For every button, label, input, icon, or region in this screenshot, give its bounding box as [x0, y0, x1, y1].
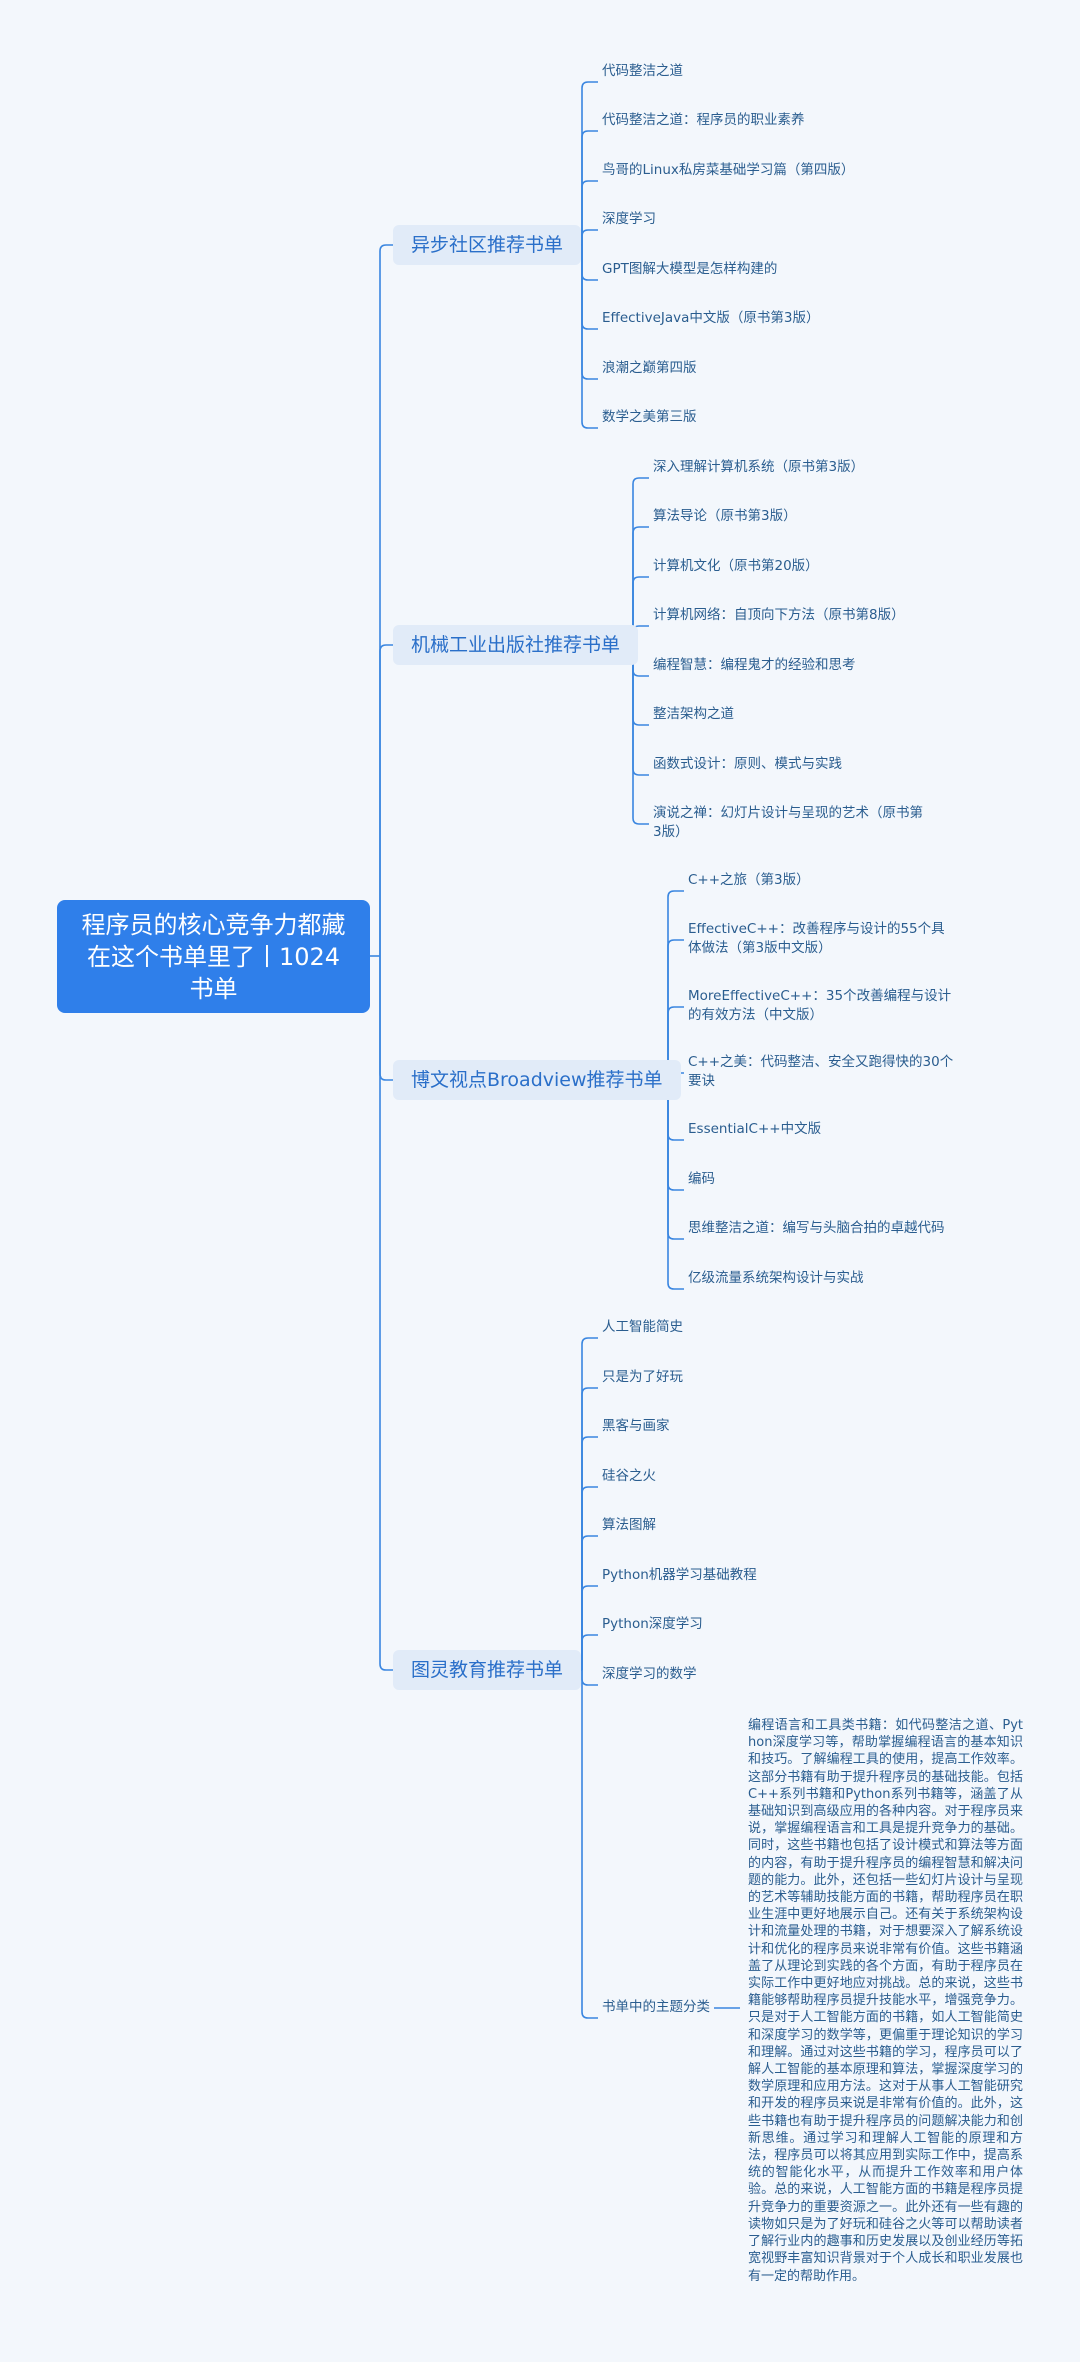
leaf-connector — [581, 229, 598, 245]
topic-summary-note: 编程语言和工具类书籍：如代码整洁之道、Python深度学习等，帮助掌握编程语言的… — [748, 1718, 1023, 2284]
book-item[interactable]: 计算机文化（原书第20版） — [653, 558, 819, 574]
book-item[interactable]: 整洁架构之道 — [653, 706, 734, 722]
branch-connector — [379, 644, 393, 956]
book-item[interactable]: Python深度学习 — [602, 1616, 703, 1632]
book-item[interactable]: EffectiveC++：改善程序与设计的55个具体做法（第3版中文版） — [688, 921, 945, 956]
book-item[interactable]: C++之旅（第3版） — [688, 872, 810, 888]
book-item[interactable]: 演说之禅：幻灯片设计与呈现的艺术（原书第3版） — [653, 805, 923, 840]
book-item[interactable]: 硅谷之火 — [602, 1468, 656, 1484]
book-item[interactable]: 编程智慧：编程鬼才的经验和思考 — [653, 657, 856, 673]
root-node[interactable]: 程序员的核心竞争力都藏在这个书单里了丨1024书单 — [57, 900, 370, 1013]
book-item[interactable]: 黑客与画家 — [602, 1418, 670, 1434]
leaf-connector — [581, 81, 598, 245]
book-item[interactable]: EffectiveJava中文版（原书第3版） — [602, 310, 820, 326]
book-item[interactable]: 深度学习的数学 — [602, 1666, 697, 1682]
branch-connector — [379, 956, 393, 1081]
leaf-connector — [581, 1535, 598, 1670]
book-item[interactable]: 思维整洁之道：编写与头脑合拍的卓越代码 — [688, 1220, 945, 1236]
leaf-connector — [581, 1436, 598, 1670]
leaf-connector — [581, 1486, 598, 1670]
branch-label: 异步社区推荐书单 — [411, 234, 564, 256]
branch-label: 图灵教育推荐书单 — [411, 1659, 564, 1681]
leaf-connector — [581, 1634, 598, 1670]
book-item[interactable]: 编码 — [688, 1171, 715, 1187]
book-item[interactable]: MoreEffectiveC++：35个改善编程与设计的有效方法（中文版） — [688, 988, 952, 1023]
leaf-connector — [632, 477, 649, 645]
book-item[interactable]: 只是为了好玩 — [602, 1369, 683, 1385]
book-item[interactable]: Python机器学习基础教程 — [602, 1567, 757, 1583]
book-item[interactable]: 函数式设计：原则、模式与实践 — [653, 756, 842, 772]
book-item[interactable]: 算法导论（原书第3版） — [653, 508, 797, 524]
branch-bowen[interactable]: 博文视点Broadview推荐书单 — [393, 1060, 681, 1100]
leaf-connector — [581, 130, 598, 245]
leaf-connector — [581, 245, 598, 380]
book-item[interactable]: 人工智能简史 — [602, 1319, 683, 1335]
leaf-connector — [632, 576, 649, 645]
book-item[interactable]: 深入理解计算机系统（原书第3版） — [653, 459, 865, 475]
book-item[interactable]: 算法图解 — [602, 1517, 656, 1533]
book-item[interactable]: 数学之美第三版 — [602, 409, 697, 425]
branch-label: 机械工业出版社推荐书单 — [411, 634, 621, 656]
book-item[interactable]: 深度学习 — [602, 211, 656, 227]
branch-connector — [379, 244, 393, 956]
book-item[interactable]: 代码整洁之道 — [602, 63, 683, 79]
leaf-connector — [632, 526, 649, 645]
leaf-connector — [581, 1670, 598, 1686]
branch-tuling[interactable]: 图灵教育推荐书单 — [393, 1650, 582, 1690]
leaf-connector — [581, 1387, 598, 1670]
leaf-connector — [581, 180, 598, 245]
branch-yibu[interactable]: 异步社区推荐书单 — [393, 225, 582, 265]
book-item[interactable]: 浪潮之巅第四版 — [602, 360, 697, 376]
book-item[interactable]: 计算机网络：自顶向下方法（原书第8版） — [653, 607, 905, 623]
branch-connector — [379, 956, 393, 1671]
topic-category-item[interactable]: 书单中的主题分类 — [602, 1999, 710, 2015]
leaf-connector — [581, 1585, 598, 1670]
root-title: 程序员的核心竞争力都藏在这个书单里了丨1024书单 — [81, 910, 346, 1003]
leaf-connector — [667, 1006, 684, 1080]
leaf-connector — [581, 1670, 598, 2019]
leaf-connector — [667, 1080, 684, 1240]
leaf-connector — [632, 645, 649, 776]
leaf-connector — [581, 1337, 598, 1670]
leaf-connector — [581, 245, 598, 281]
leaf-connector — [667, 890, 684, 1080]
book-item[interactable]: GPT图解大模型是怎样构建的 — [602, 261, 778, 277]
branch-label: 博文视点Broadview推荐书单 — [411, 1069, 663, 1091]
book-item[interactable]: 鸟哥的Linux私房菜基础学习篇（第四版） — [602, 162, 855, 178]
leaf-connector — [581, 245, 598, 330]
book-item[interactable]: 代码整洁之道：程序员的职业素养 — [602, 112, 805, 128]
branch-jixie[interactable]: 机械工业出版社推荐书单 — [393, 625, 639, 665]
leaf-connector — [632, 645, 649, 825]
leaf-connector — [581, 245, 598, 429]
leaf-connector — [667, 1080, 684, 1290]
book-item[interactable]: EssentialC++中文版 — [688, 1121, 822, 1137]
book-item[interactable]: C++之美：代码整洁、安全又跑得快的30个要诀 — [688, 1054, 954, 1089]
book-item[interactable]: 亿级流量系统架构设计与实战 — [688, 1270, 864, 1286]
leaf-connector — [667, 939, 684, 1080]
